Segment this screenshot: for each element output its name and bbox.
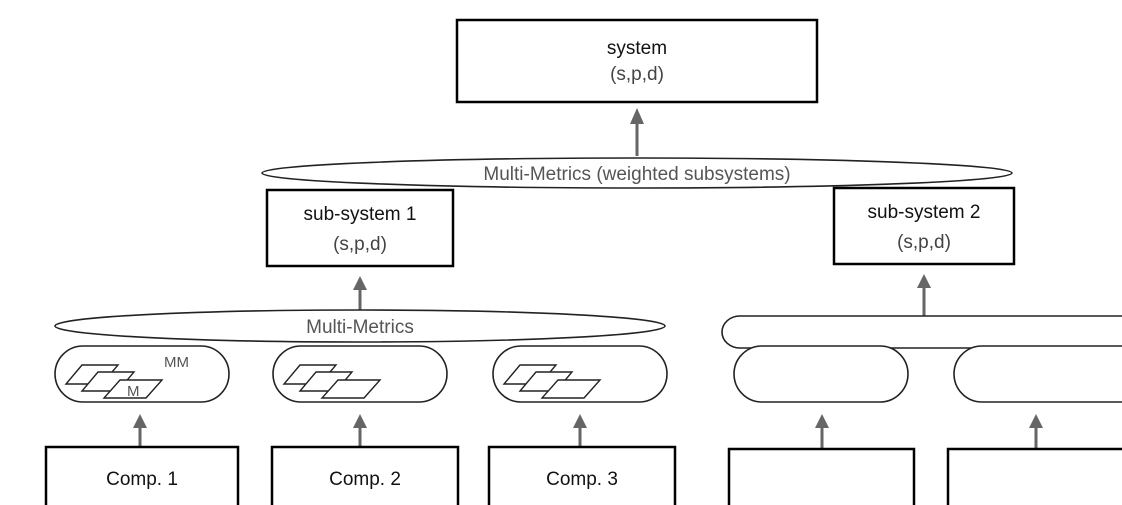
metric-cluster-3	[492, 345, 668, 403]
system-params: (s,p,d)	[610, 64, 664, 85]
subsystem1-params: (s,p,d)	[333, 234, 387, 255]
arrow-comp1	[133, 414, 147, 446]
system-title: system	[607, 38, 667, 59]
component-3-label: Comp. 3	[546, 469, 618, 490]
mm-label: MM	[164, 354, 189, 371]
subsystem2-params: (s,p,d)	[897, 232, 951, 253]
arrow-comp4	[815, 414, 829, 448]
system-node: system (s,p,d)	[455, 18, 819, 104]
subsystem1-title: sub-system 1	[304, 204, 417, 225]
component-2-label: Comp. 2	[329, 469, 401, 490]
component-4	[727, 447, 916, 505]
metric-cluster-2	[272, 345, 448, 403]
arrow-to-subsystem1	[353, 276, 367, 310]
metric-cluster-1: MM M	[54, 345, 230, 403]
top-multi-metrics: Multi-Metrics (weighted subsystems)	[261, 157, 1013, 189]
subsystem2-node: sub-system 2 (s,p,d)	[832, 186, 1016, 266]
component-1-label: Comp. 1	[106, 469, 178, 490]
component-1: Comp. 1	[44, 445, 240, 505]
subsystem2-title: sub-system 2	[868, 202, 981, 223]
arrow-comp3	[573, 414, 587, 446]
arrow-to-system	[630, 108, 644, 156]
subsystem1-node: sub-system 1 (s,p,d)	[265, 188, 455, 268]
top-multi-metrics-label: Multi-Metrics (weighted subsystems)	[483, 164, 790, 185]
m-label: M	[127, 383, 140, 400]
metric-cluster-5	[953, 345, 1122, 403]
component-3: Comp. 3	[487, 445, 677, 505]
left-multi-metrics: Multi-Metrics	[54, 309, 666, 343]
arrow-comp5	[1029, 414, 1043, 448]
component-2: Comp. 2	[270, 445, 460, 505]
arrow-to-subsystem2	[917, 274, 931, 316]
left-multi-metrics-label: Multi-Metrics	[306, 317, 414, 338]
component-5	[946, 447, 1122, 505]
arrow-comp2	[353, 414, 367, 446]
right-multi-metrics	[721, 315, 1122, 349]
metric-cluster-4	[733, 345, 909, 403]
